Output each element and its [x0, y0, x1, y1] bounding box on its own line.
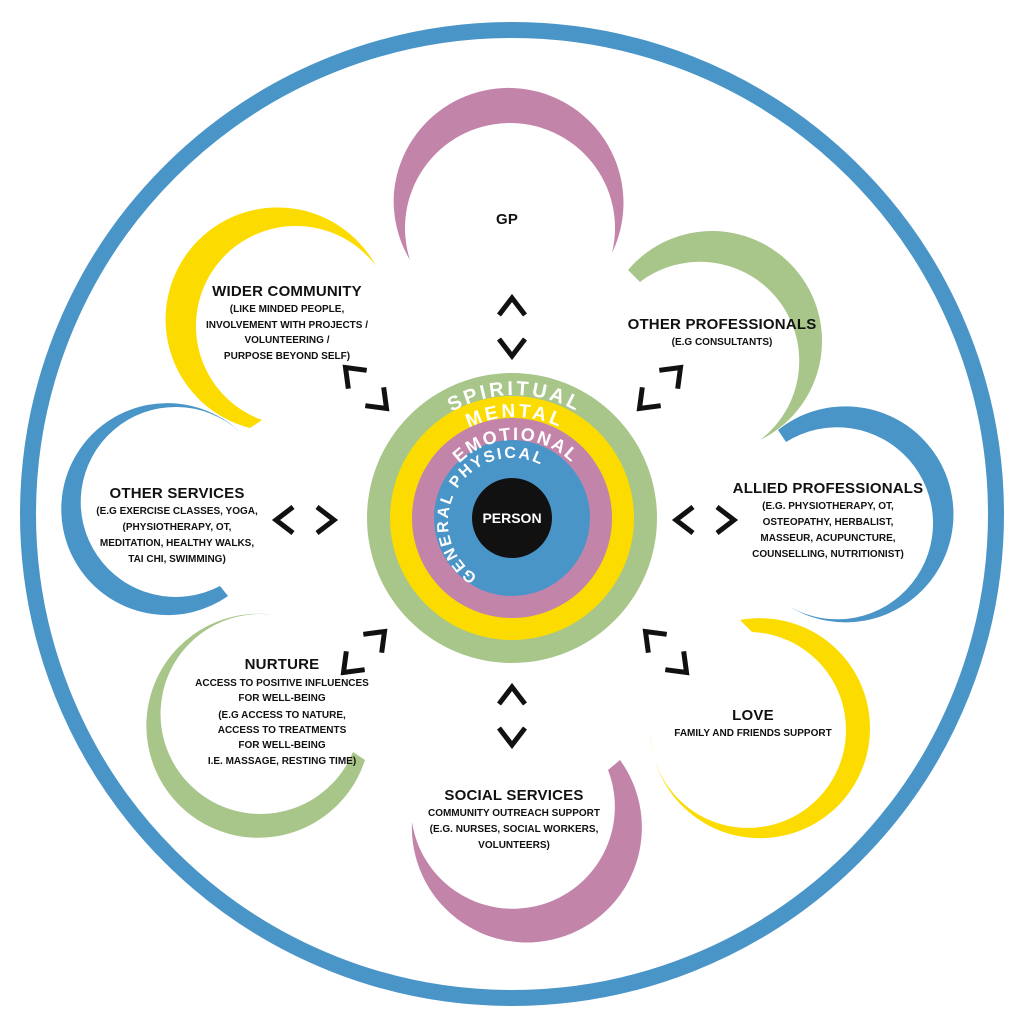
node-title: OTHER SERVICES: [109, 485, 244, 502]
node-line: (E.G ACCESS TO NATURE,: [218, 710, 346, 721]
node-line: (E.G EXERCISE CLASSES, YOGA,: [96, 506, 258, 517]
outer-ring: [20, 22, 1004, 1006]
node-line: FOR WELL-BEING: [238, 693, 325, 704]
arrow-nurture: [340, 628, 388, 676]
node-wider-community: WIDER COMMUNITY (LIKE MINDED PEOPLE, INV…: [206, 283, 368, 362]
node-title: WIDER COMMUNITY: [212, 283, 362, 300]
node-other-services: OTHER SERVICES (E.G EXERCISE CLASSES, YO…: [96, 485, 258, 565]
node-line: OSTEOPATHY, HERBALIST,: [763, 517, 894, 528]
node-line: ACCESS TO TREATMENTS: [218, 725, 347, 736]
arrow-love: [642, 628, 690, 676]
node-other-professionals: OTHER PROFESSIONALS (E.G CONSULTANTS): [628, 316, 817, 348]
node-title: LOVE: [732, 707, 774, 724]
node-title: ALLIED PROFESSIONALS: [733, 480, 924, 497]
node-line: FOR WELL-BEING: [238, 740, 325, 751]
arrow-allied-professionals: [671, 505, 739, 535]
node-line: I.E. MASSAGE, RESTING TIME): [208, 756, 356, 767]
node-line: MEDITATION, HEALTHY WALKS,: [100, 538, 254, 549]
node-line: (LIKE MINDED PEOPLE,: [230, 304, 345, 315]
arrow-gp: [497, 293, 527, 361]
node-title: NURTURE: [245, 656, 320, 673]
arrow-wider-community: [342, 364, 390, 412]
crescent-gp: [393, 87, 624, 260]
node-line: PURPOSE BEYOND SELF): [224, 351, 350, 362]
node-title: SOCIAL SERVICES: [444, 787, 583, 804]
node-gp: GP: [496, 211, 518, 228]
node-line: (E.G. PHYSIOTHERAPY, OT,: [762, 501, 894, 512]
node-line: TAI CHI, SWIMMING): [128, 554, 226, 565]
connector-arrows: [271, 293, 739, 750]
node-love: LOVE FAMILY AND FRIENDS SUPPORT: [674, 707, 831, 739]
node-social-services: SOCIAL SERVICES COMMUNITY OUTREACH SUPPO…: [428, 787, 600, 851]
node-nurture: NURTURE ACCESS TO POSITIVE INFLUENCES FO…: [195, 656, 369, 767]
person-label: PERSON: [482, 510, 541, 526]
node-allied-professionals: ALLIED PROFESSIONALS (E.G. PHYSIOTHERAPY…: [733, 480, 924, 560]
crescent-other-services: [61, 403, 241, 616]
node-line: (E.G. NURSES, SOCIAL WORKERS,: [430, 824, 599, 835]
node-line: MASSEUR, ACUPUNCTURE,: [760, 533, 895, 544]
node-title: GP: [496, 211, 518, 228]
node-line: FAMILY AND FRIENDS SUPPORT: [674, 728, 831, 739]
crescent-other-professionals: [628, 231, 822, 440]
node-line: INVOLVEMENT WITH PROJECTS /: [206, 320, 368, 331]
crescent-social-services: [411, 760, 642, 943]
arrow-other-professionals: [636, 364, 684, 412]
core-person: [472, 478, 552, 558]
node-line: (E.G CONSULTANTS): [672, 337, 773, 348]
node-line: VOLUNTEERS): [478, 840, 550, 851]
crescent-allied-professionals: [778, 406, 954, 623]
center-rings: PERSON: [367, 373, 657, 663]
node-line: ACCESS TO POSITIVE INFLUENCES: [195, 678, 369, 689]
crescents: [61, 87, 954, 943]
node-line: COUNSELLING, NUTRITIONIST): [752, 549, 904, 560]
node-line: (PHYSIOTHERAPY, OT,: [123, 522, 232, 533]
crescent-wider-community: [165, 207, 376, 428]
arrow-other-services: [271, 505, 339, 535]
node-title: OTHER PROFESSIONALS: [628, 316, 817, 333]
node-line: VOLUNTEERING /: [244, 335, 329, 346]
node-line: COMMUNITY OUTREACH SUPPORT: [428, 808, 600, 819]
arrow-social-services: [497, 682, 527, 750]
